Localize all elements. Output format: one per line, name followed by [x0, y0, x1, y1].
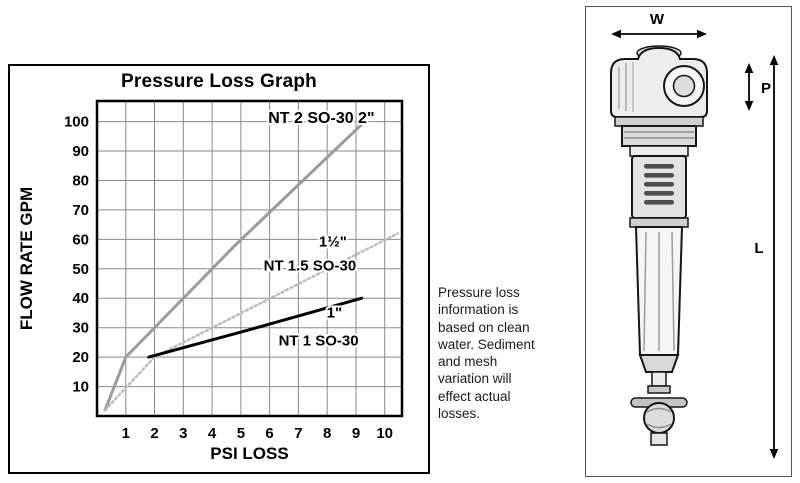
dimension-l-label: L: [754, 240, 763, 257]
arrowhead-up-icon: [744, 63, 754, 73]
arrowhead-left-icon: [611, 29, 621, 39]
x-tick-label: 7: [294, 425, 302, 442]
x-tick-label: 10: [376, 425, 393, 442]
y-tick-label: 100: [64, 114, 89, 131]
x-tick-label: 6: [265, 425, 273, 442]
vent-slot: [644, 173, 674, 178]
series-annotation: NT 2 SO-30 2": [268, 110, 374, 127]
x-tick-label: 5: [237, 425, 245, 442]
arrowhead-down-icon: [744, 101, 754, 111]
x-tick-label: 3: [179, 425, 187, 442]
x-axis-label: PSI LOSS: [210, 444, 288, 463]
series-annotation: 1½": [319, 234, 347, 251]
series-annotation: 1": [327, 304, 342, 321]
y-tick-label: 80: [72, 173, 89, 190]
y-tick-label: 30: [72, 320, 89, 337]
valve-body: [643, 402, 675, 434]
dimension-l: L: [754, 55, 779, 459]
valve-outlet: [650, 432, 668, 446]
vent-slot: [644, 200, 674, 205]
y-tick-label: 10: [72, 379, 89, 396]
arrowhead-right-icon: [697, 29, 707, 39]
y-axis-label: FLOW RATE GPM: [17, 187, 36, 330]
x-tick-label: 2: [150, 425, 158, 442]
y-tick-label: 90: [72, 143, 89, 160]
chart-title: Pressure Loss Graph: [121, 71, 317, 92]
drain-valve: [630, 371, 688, 446]
x-tick-label: 8: [323, 425, 331, 442]
pressure-loss-graph-panel: Pressure Loss Graph 1 2 3 4 5 6 7 8 9 10 10 20 30 40 5…: [8, 64, 430, 474]
filter-sump: [634, 226, 684, 373]
x-tick-label: 4: [208, 425, 217, 442]
filter-diagram-panel: W P L: [585, 6, 792, 477]
x-tick-label: 1: [122, 425, 130, 442]
series-line-2: [147, 296, 364, 359]
y-tick-label: 60: [72, 231, 89, 248]
x-tick-label: 9: [352, 425, 360, 442]
y-tick-label: 50: [72, 261, 89, 278]
y-tick-label: 70: [72, 202, 89, 219]
filter-collar: [614, 116, 704, 147]
dimension-p-label: P: [761, 80, 771, 97]
filter-head: [610, 45, 708, 118]
vent-slot: [644, 182, 674, 187]
filter-diagram: W P L: [610, 11, 779, 459]
vent-slot: [644, 164, 674, 169]
vent-slot: [644, 191, 674, 196]
arrowhead-up-icon: [769, 55, 779, 65]
series-annotation: NT 1.5 SO-30: [264, 257, 357, 274]
dimension-w: W: [611, 11, 707, 39]
series-line-0: [103, 120, 367, 412]
y-tick-label: 20: [72, 349, 89, 366]
plot-border: [95, 99, 404, 418]
dimension-w-label: W: [650, 11, 665, 28]
arrowhead-down-icon: [769, 449, 779, 459]
filter-upper-body: [629, 145, 689, 228]
y-tick-label: 40: [72, 290, 89, 307]
dimension-p: P: [744, 63, 771, 111]
note-text: Pressure loss information is based on cl…: [438, 285, 535, 421]
series-annotation: NT 1 SO-30: [279, 332, 359, 349]
pressure-loss-plot: 1 2 3 4 5 6 7 8 9 10 10 20 30 40 50 60 70 80 90 100 NT 2 SO-…: [17, 99, 404, 463]
